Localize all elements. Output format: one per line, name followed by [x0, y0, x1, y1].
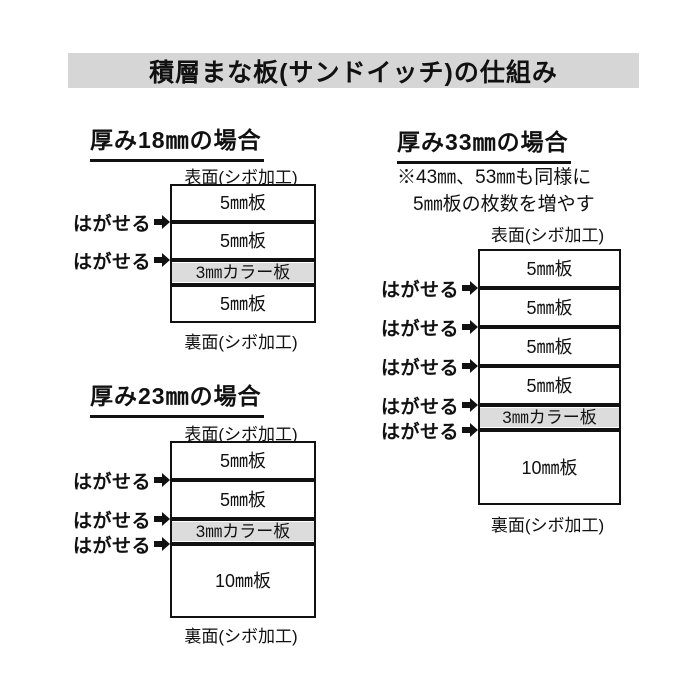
- peel-label: はがせる: [380, 279, 459, 301]
- peel-arrow-icon: [462, 423, 478, 437]
- diagram-heading: 厚み23㎜の場合: [90, 377, 264, 418]
- peel-label-row: はがせる: [0, 531, 170, 557]
- back-face-label: 裏面(シボ加工): [490, 516, 605, 535]
- layer-divider-line: [172, 517, 314, 521]
- color-board-layer: 3㎜カラー板: [480, 407, 619, 428]
- peel-arrow-icon: [462, 398, 478, 412]
- peel-arrow-icon: [154, 473, 170, 487]
- peel-label-row: はがせる: [0, 467, 170, 493]
- peel-label-row: はがせる: [0, 209, 170, 235]
- layer-divider-line: [172, 258, 314, 262]
- layer-divider-line: [480, 403, 619, 407]
- peel-label-row: はがせる: [308, 392, 478, 418]
- front-face-label: 表面(シボ加工): [490, 226, 605, 245]
- peel-label: はがせる: [380, 421, 459, 443]
- peel-label: はがせる: [72, 251, 151, 273]
- peel-label: はがせる: [72, 213, 151, 235]
- board-layer: 5㎜板: [480, 251, 619, 286]
- peel-label-row: はがせる: [308, 353, 478, 379]
- layer-divider-line: [480, 428, 619, 432]
- peel-label: はがせる: [72, 510, 151, 532]
- layer-divider-line: [480, 364, 619, 368]
- diagram-heading: 厚み33㎜の場合: [397, 123, 571, 164]
- board-layer: 10㎜板: [172, 546, 314, 616]
- peel-label: はがせる: [380, 357, 459, 379]
- layer-stack: 5㎜板 5㎜板 5㎜板 5㎜板 3㎜カラー板 10㎜板: [478, 249, 621, 505]
- front-face-label: 表面(シボ加工): [184, 425, 298, 444]
- layer-divider-line: [480, 286, 619, 290]
- board-layer: 5㎜板: [480, 329, 619, 364]
- layer-divider-line: [172, 542, 314, 546]
- layer-stack: 5㎜板 5㎜板 3㎜カラー板 10㎜板: [170, 441, 316, 618]
- board-layer: 10㎜板: [480, 432, 619, 503]
- back-face-label: 裏面(シボ加工): [184, 627, 298, 646]
- peel-arrow-icon: [462, 281, 478, 295]
- peel-label-row: はがせる: [308, 314, 478, 340]
- layer-divider-line: [172, 283, 314, 287]
- diagram-heading: 厚み18㎜の場合: [90, 121, 264, 162]
- peel-label-row: はがせる: [0, 506, 170, 532]
- peel-label: はがせる: [380, 318, 459, 340]
- color-board-layer: 3㎜カラー板: [172, 521, 314, 542]
- board-layer: 5㎜板: [480, 290, 619, 325]
- board-layer: 5㎜板: [172, 482, 314, 517]
- peel-arrow-icon: [154, 512, 170, 526]
- layer-stack: 5㎜板 5㎜板 3㎜カラー板 5㎜板: [170, 184, 316, 323]
- peel-arrow-icon: [462, 359, 478, 373]
- layer-divider-line: [480, 325, 619, 329]
- note-line: 5㎜板の枚数を増やす: [413, 194, 595, 215]
- board-layer: 5㎜板: [172, 224, 314, 258]
- board-layer: 5㎜板: [172, 287, 314, 321]
- board-layer: 5㎜板: [480, 368, 619, 403]
- color-board-layer: 3㎜カラー板: [172, 262, 314, 283]
- peel-label-row: はがせる: [0, 247, 170, 273]
- board-layer: 5㎜板: [172, 186, 314, 220]
- layer-divider-line: [172, 220, 314, 224]
- note-line: ※43㎜、53㎜も同様に: [397, 167, 592, 188]
- peel-arrow-icon: [462, 320, 478, 334]
- back-face-label: 裏面(シボ加工): [184, 333, 298, 352]
- peel-arrow-icon: [154, 215, 170, 229]
- peel-arrow-icon: [154, 253, 170, 267]
- peel-label: はがせる: [72, 471, 151, 493]
- board-layer: 5㎜板: [172, 443, 314, 478]
- peel-label-row: はがせる: [308, 275, 478, 301]
- layer-divider-line: [172, 478, 314, 482]
- note: ※43㎜、53㎜も同様に 5㎜板の枚数を増やす: [397, 164, 595, 218]
- peel-arrow-icon: [154, 537, 170, 551]
- front-face-label: 表面(シボ加工): [184, 168, 298, 187]
- page-title: 積層まな板(サンドイッチ)の仕組み: [68, 53, 639, 88]
- peel-label: はがせる: [380, 396, 459, 418]
- peel-label: はがせる: [72, 535, 151, 557]
- peel-label-row: はがせる: [308, 417, 478, 443]
